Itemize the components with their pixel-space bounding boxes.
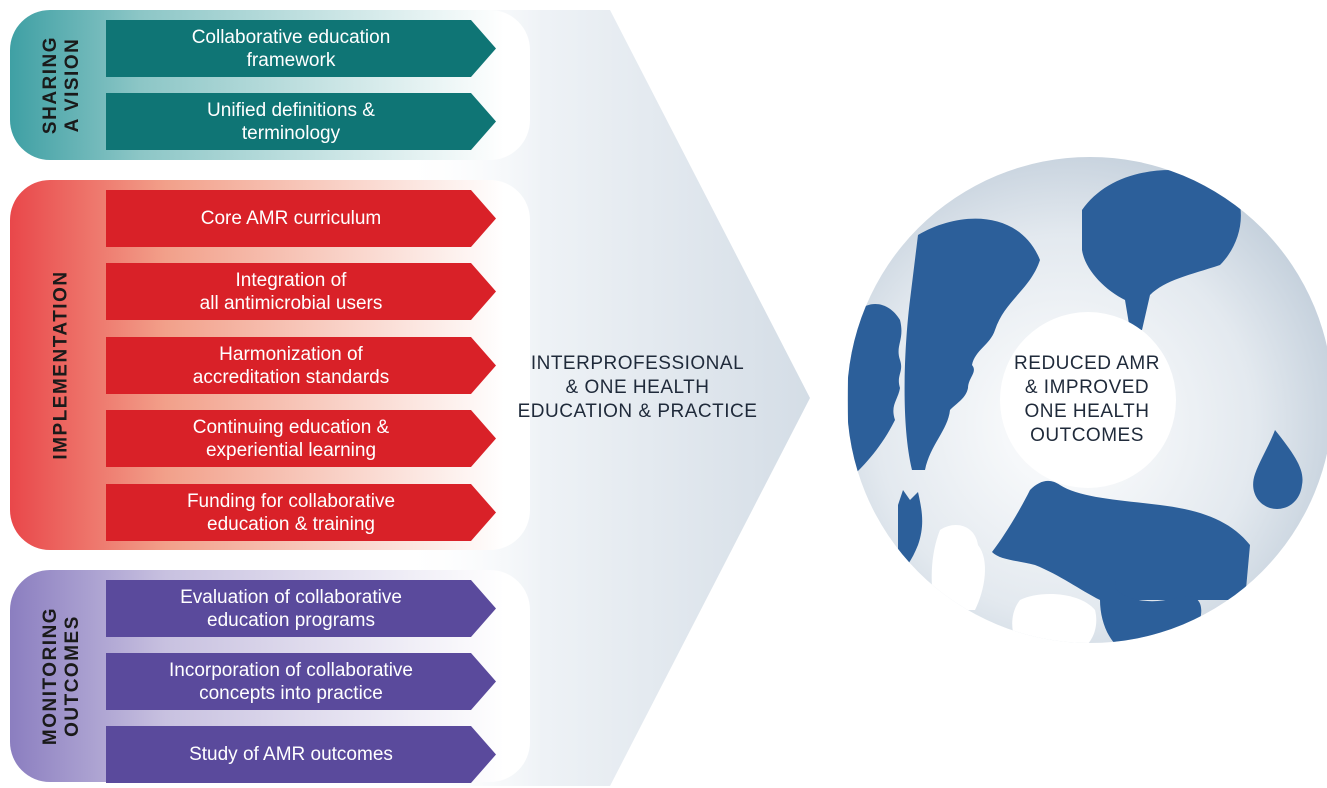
water-drop-icon: [1253, 430, 1303, 509]
center-label: INTERPROFESSIONAL & ONE HEALTH EDUCATION…: [517, 353, 758, 422]
item-collaborative-education-framework: Collaborative education framework: [106, 20, 496, 77]
item-funding-collaborative-education: Funding for collaborative education & tr…: [106, 484, 496, 541]
dog-icon: [931, 525, 986, 610]
item-harmonization-accreditation: Harmonization of accreditation standards: [106, 337, 496, 394]
cat-icon: [898, 490, 923, 575]
sheep-icon: [1012, 594, 1097, 643]
item-study-amr-outcomes: Study of AMR outcomes: [106, 726, 496, 783]
cow-icon: [992, 480, 1250, 600]
item-evaluation-programs: Evaluation of collaborative education pr…: [106, 580, 496, 637]
center-outcome-circle: [1000, 312, 1176, 488]
child-silhouette-icon: [848, 303, 902, 480]
adult-silhouette-icon: [904, 218, 1040, 470]
item-integration-antimicrobial-users: Integration of all antimicrobial users: [106, 263, 496, 320]
tree-icon: [1082, 170, 1241, 330]
item-core-amr-curriculum: Core AMR curriculum: [106, 190, 496, 247]
item-incorporation-concepts: Incorporation of collaborative concepts …: [106, 653, 496, 710]
item-continuing-education: Continuing education & experiential lear…: [106, 410, 496, 467]
item-unified-definitions: Unified definitions & terminology: [106, 93, 496, 150]
outcome-label: REDUCED AMR & IMPROVED ONE HEALTH OUTCOM…: [1014, 353, 1160, 446]
